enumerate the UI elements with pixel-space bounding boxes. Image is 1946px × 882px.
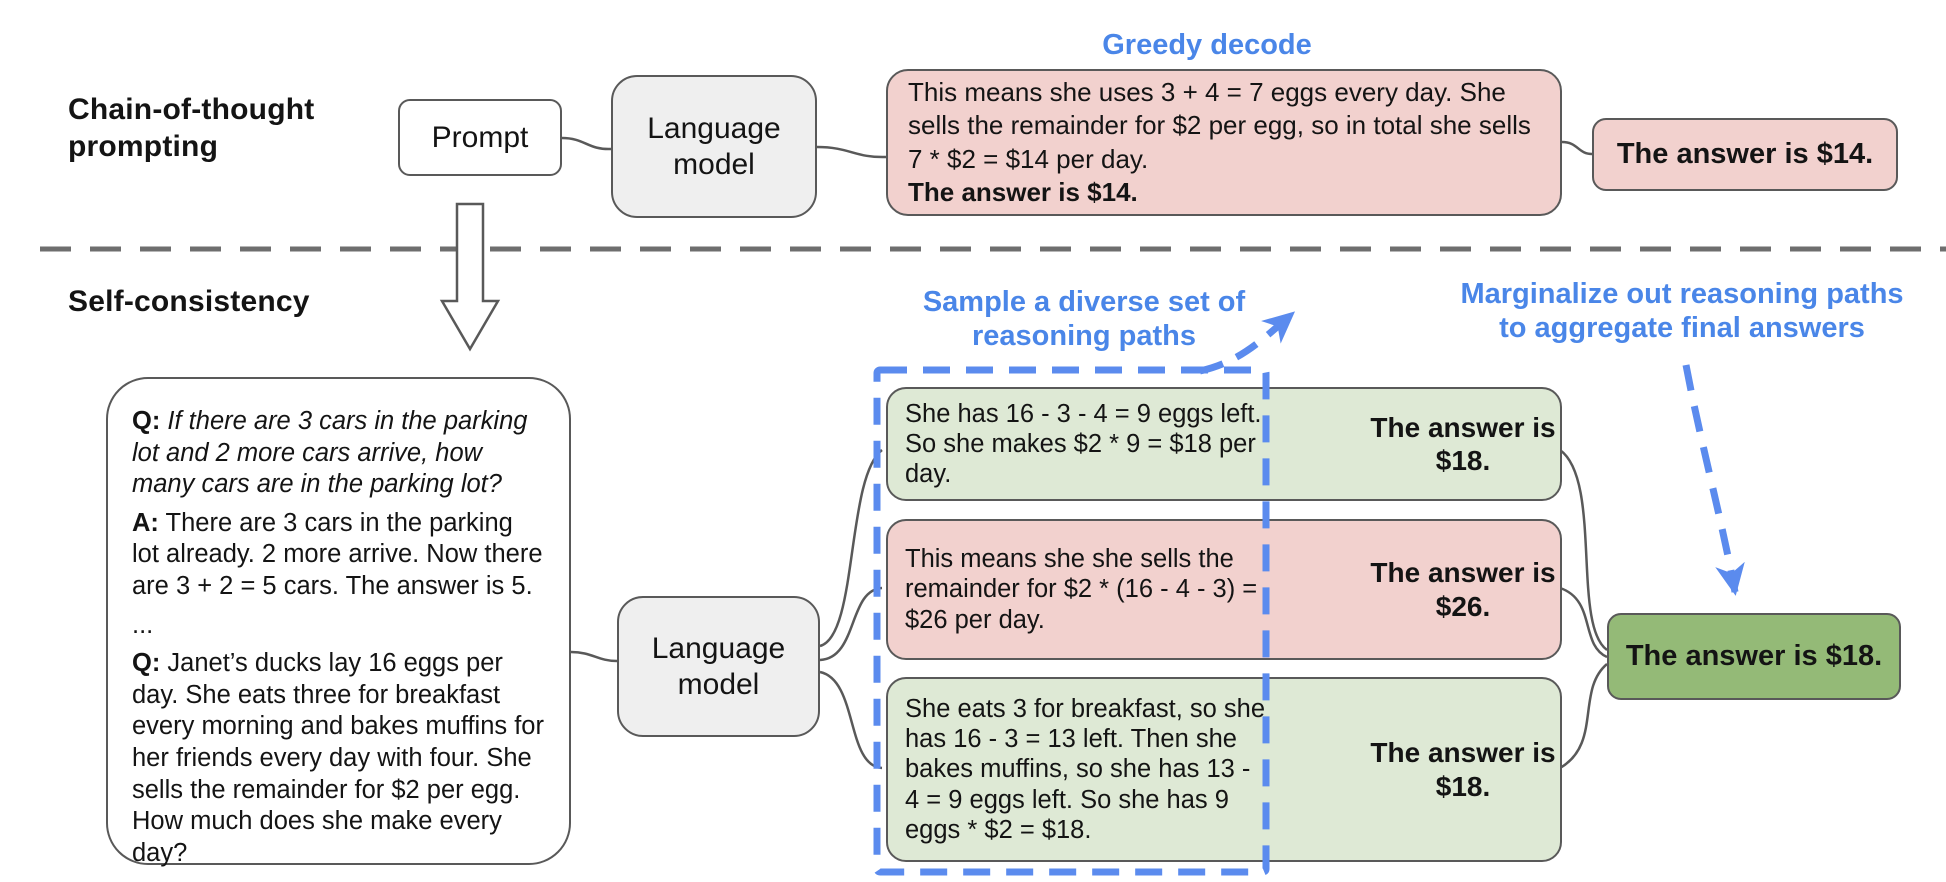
- cot-output-reasoning: This means she uses 3 + 4 = 7 eggs every…: [908, 77, 1531, 174]
- path3-answer: The answer is $18.: [1370, 737, 1556, 802]
- prompt-paragraph: A:: [132, 877, 545, 882]
- language-model-box-bottom: Language model: [617, 596, 820, 737]
- cot-section-label: Chain-of-thought prompting: [68, 93, 315, 163]
- connector-prompt-to-lm: [561, 136, 612, 151]
- q1-text: If there are 3 cars in the parking lot a…: [132, 407, 528, 499]
- connector-output-to-answer: [1561, 140, 1593, 156]
- prompt-ellipsis: ...: [132, 610, 154, 639]
- a2-label: A:: [132, 878, 159, 882]
- prompt-paragraph: Q: If there are 3 cars in the parking lo…: [132, 406, 545, 501]
- connector-path2-to-final: [1559, 586, 1608, 659]
- connector-lm-to-output: [816, 145, 887, 159]
- reasoning-path-row-1: She has 16 - 3 - 4 = 9 eggs left. So she…: [886, 387, 1562, 501]
- few-shot-prompt-box: Q: If there are 3 cars in the parking lo…: [106, 377, 571, 882]
- connector-lm-to-path3: [819, 670, 883, 770]
- path2-reasoning: This means she she sells the remainder f…: [905, 545, 1258, 634]
- connector-path3-to-final: [1559, 663, 1608, 770]
- prompt-paragraph: Q: Janet’s ducks lay 16 eggs per day. Sh…: [132, 648, 545, 869]
- path3-reasoning: She eats 3 for breakfast, so she has 16 …: [905, 695, 1266, 844]
- cot-output-bubble: This means she uses 3 + 4 = 7 eggs every…: [886, 69, 1562, 216]
- q2-text: Janet’s ducks lay 16 eggs per day. She e…: [132, 649, 544, 867]
- a1-text: There are 3 cars in the parking lot alre…: [132, 508, 543, 601]
- path2-answer: The answer is $26.: [1370, 557, 1556, 622]
- language-model-box-top: Language model: [611, 75, 817, 218]
- q2-label: Q:: [132, 649, 161, 678]
- connector-lm-to-path1: [819, 449, 883, 648]
- q1-label: Q:: [132, 407, 161, 435]
- greedy-decode-label: Greedy decode: [1102, 29, 1312, 61]
- cot-output-answer: The answer is $14.: [908, 176, 1138, 207]
- a1-label: A:: [132, 508, 159, 537]
- path1-reasoning: She has 16 - 3 - 4 = 9 eggs left. So she…: [905, 399, 1262, 489]
- sample-paths-label: Sample a diverse set of reasoning paths: [922, 286, 1246, 352]
- aggregated-answer-box: The answer is $18.: [1607, 613, 1901, 700]
- sc-section-label: Self-consistency: [68, 285, 310, 318]
- prompt-paragraph: A: There are 3 cars in the parking lot a…: [132, 508, 545, 603]
- reasoning-path-row-3: She eats 3 for breakfast, so she has 16 …: [886, 677, 1562, 862]
- reasoning-path-row-2: This means she she sells the remainder f…: [886, 519, 1562, 660]
- connector-path1-to-final: [1559, 448, 1608, 652]
- prompt-box: Prompt: [398, 99, 562, 176]
- marginalize-label: Marginalize out reasoning paths to aggre…: [1460, 278, 1904, 344]
- connector-lm-to-path2: [819, 586, 883, 662]
- marginalize-to-answer-arrow: [1682, 364, 1745, 596]
- cot-final-answer-box: The answer is $14.: [1592, 118, 1898, 191]
- path1-answer: The answer is $18.: [1370, 411, 1556, 476]
- prompt-down-arrow: [439, 202, 501, 352]
- connector-qbox-to-lm: [570, 650, 618, 663]
